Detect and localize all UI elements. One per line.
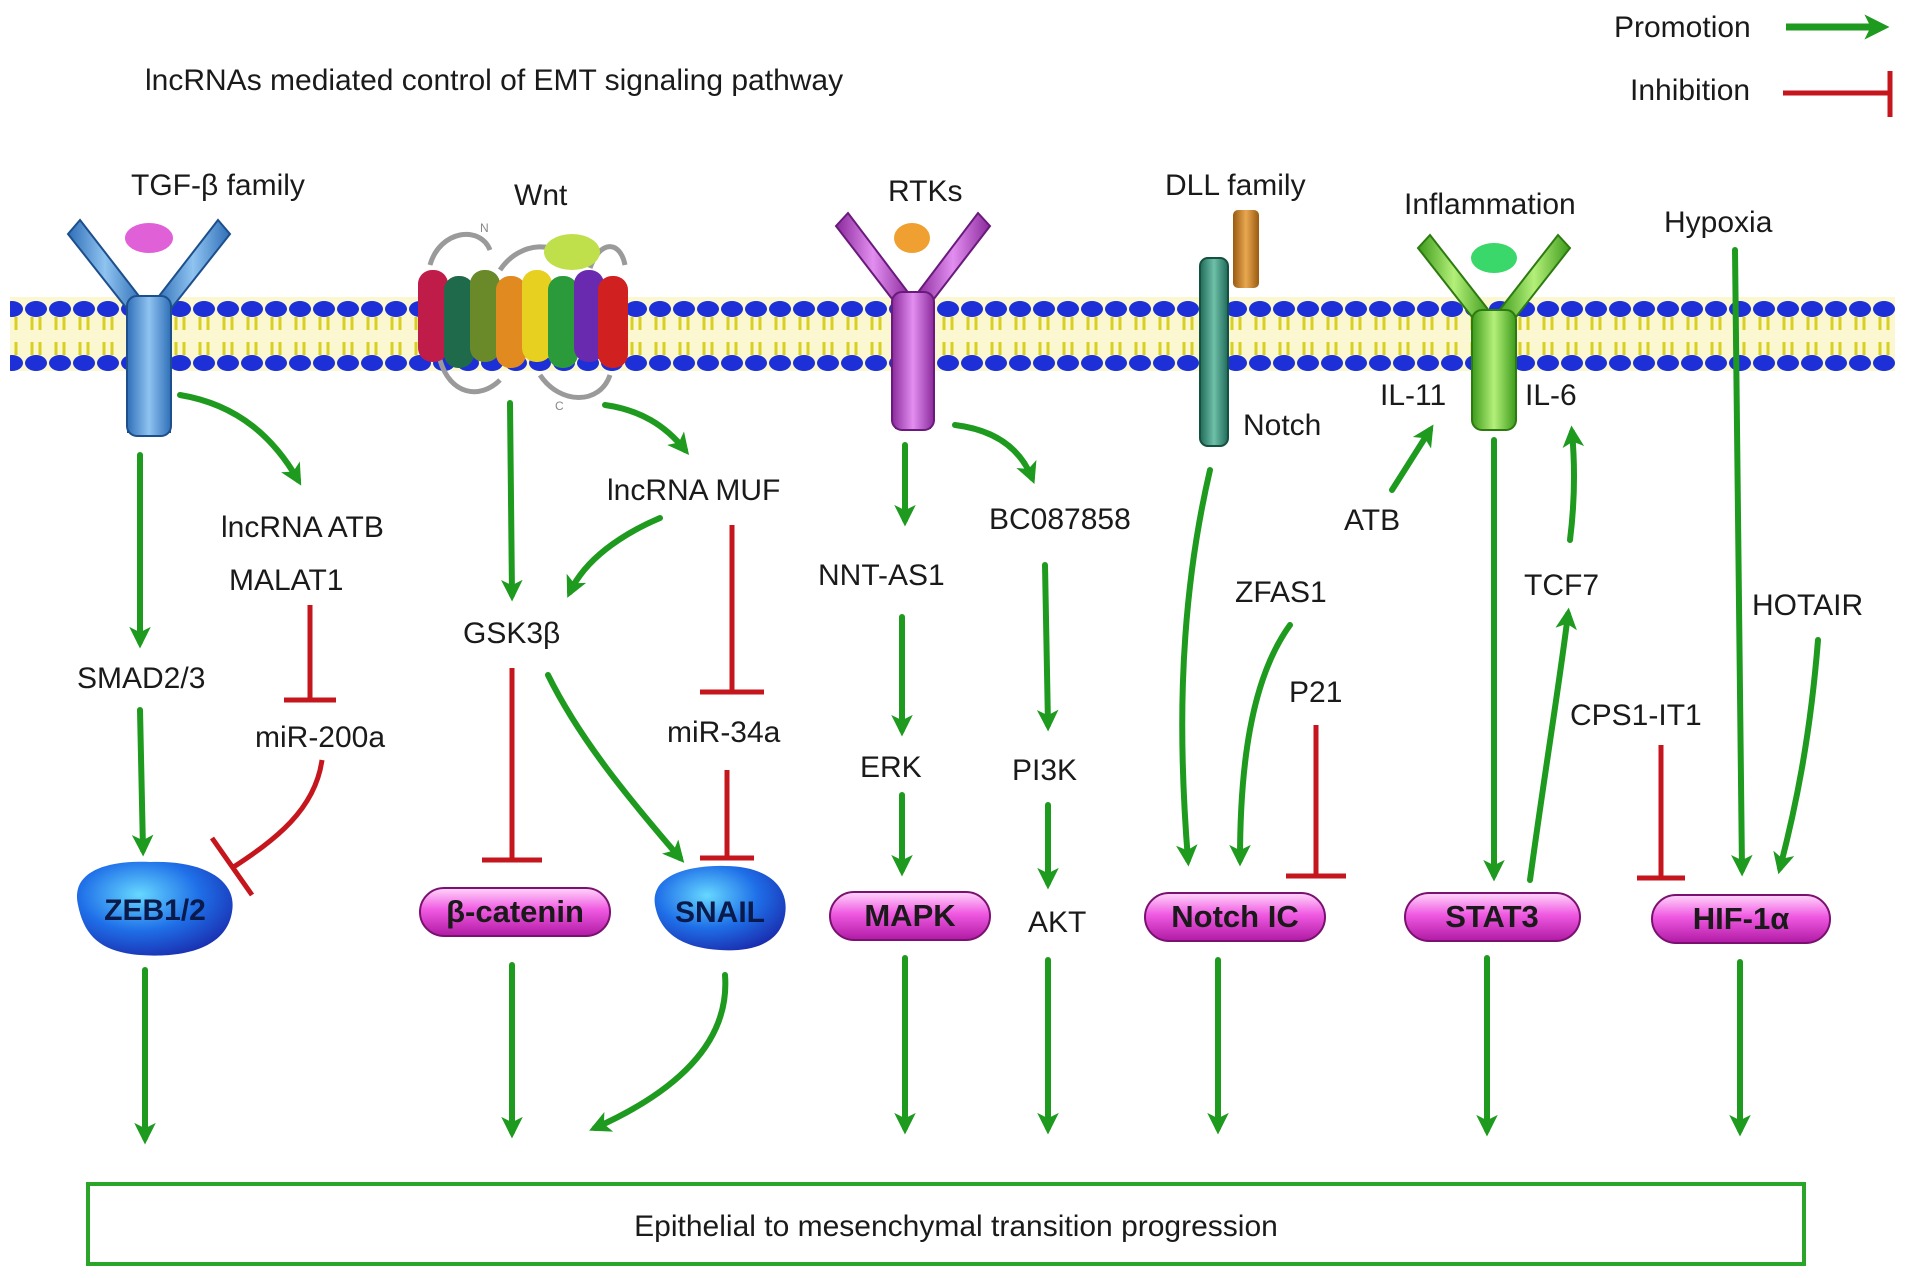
arrow-wnt-to-gsk3b [501, 400, 523, 602]
svg-text:C: C [555, 399, 564, 413]
svg-text:SNAIL: SNAIL [675, 896, 765, 929]
svg-text:HIF-1α: HIF-1α [1693, 901, 1790, 936]
inhibit-mir200a-to-zeb [209, 759, 325, 897]
smad23-label: SMAD2/3 [77, 662, 205, 695]
arrow-notch-to-notch-ic [1176, 467, 1213, 867]
nnt-as1-label: NNT-AS1 [818, 559, 945, 592]
rtks-label: RTKs [888, 175, 962, 208]
inhibit-cps1-it1-to-hif1a [1637, 745, 1685, 881]
inhibit-mir34a-to-snail [700, 770, 754, 861]
inflammation-receptor [1416, 233, 1572, 431]
dll-ligand [1233, 210, 1259, 288]
emt-outcome-label: Epithelial to mesenchymal transition pro… [634, 1210, 1278, 1243]
legend-promotion-label: Promotion [1614, 11, 1751, 44]
mir-34a-label: miR-34a [667, 716, 781, 749]
svg-text:ZEB1/2: ZEB1/2 [104, 894, 206, 927]
arrow-gsk3b-to-snail [545, 672, 685, 863]
arrow-hypoxia-to-hif1a [1731, 247, 1753, 877]
arrow-muf-to-gsk3b [566, 515, 663, 598]
promotion-arrows [129, 247, 1821, 1145]
inhibition-lines [209, 525, 1685, 897]
zfas1-label: ZFAS1 [1235, 576, 1327, 609]
erk-label: ERK [860, 751, 922, 784]
pi3k-label: PI3K [1012, 754, 1077, 787]
il6-label: IL-6 [1525, 379, 1577, 412]
arrow-stat3-to-tcf7 [1527, 607, 1577, 883]
malat1-label: MALAT1 [229, 564, 343, 597]
notch-label: Notch [1243, 409, 1321, 442]
cell-membrane [10, 297, 1895, 371]
inflammation-label: Inflammation [1404, 188, 1576, 221]
hypoxia-label: Hypoxia [1664, 206, 1773, 239]
p21-label: P21 [1289, 676, 1342, 709]
beta-catenin-node: β-catenin [419, 887, 611, 937]
tgf-beta-family-label: TGF-β family [131, 169, 305, 202]
dll-family-label: DLL family [1165, 169, 1306, 202]
inhibit-p21-to-notch-ic [1286, 725, 1346, 879]
arrow-wnt-to-lncrna-muf [602, 402, 690, 456]
inhibit-gsk3b-to-catenin [482, 668, 542, 863]
legend-inhibition-symbol [1783, 71, 1893, 117]
lncrna-atb-label: lncRNA ATB [221, 511, 384, 544]
arrow-atb-to-il11 [1389, 424, 1434, 493]
svg-text:N: N [480, 221, 489, 235]
mir-200a-label: miR-200a [255, 721, 385, 754]
il11-label: IL-11 [1380, 379, 1446, 412]
arrow-snail-to-emt [589, 972, 729, 1132]
hotair-label: HOTAIR [1752, 589, 1863, 622]
notch-receptor [1199, 257, 1229, 447]
arrow-smad-to-zeb [131, 707, 154, 857]
rtk-receptor [834, 211, 992, 431]
tcf7-label: TCF7 [1524, 569, 1599, 602]
cps1-it1-label: CPS1-IT1 [1570, 699, 1702, 732]
wnt-frizzled-receptor: N C [418, 221, 628, 413]
diagram-title: lncRNAs mediated control of EMT signalin… [145, 64, 843, 97]
svg-text:Notch IC: Notch IC [1171, 899, 1298, 934]
gsk3b-label: GSK3β [463, 617, 560, 650]
arrow-hotair-to-hif1a [1773, 637, 1821, 875]
arrow-tgf-to-lncrna-atb [177, 392, 302, 486]
svg-text:β-catenin: β-catenin [446, 894, 584, 929]
emt-outcome-box: Epithelial to mesenchymal transition pro… [86, 1182, 1806, 1266]
akt-label: AKT [1028, 906, 1086, 939]
bc087858-label: BC087858 [989, 503, 1131, 536]
atb-label: ATB [1344, 504, 1400, 537]
arrow-rtk-to-bc087858 [952, 422, 1037, 485]
zeb12-node: ZEB1/2 [76, 861, 233, 956]
arrow-zfas1-to-notch-ic [1229, 622, 1293, 867]
arrow-bc087858-to-pi3k [1036, 562, 1059, 732]
notch-ic-node: Notch IC [1144, 892, 1326, 942]
hif1a-node: HIF-1α [1651, 894, 1831, 944]
lncrna-muf-label: lncRNA MUF [607, 474, 780, 507]
arrow-tcf7-to-il6 [1562, 425, 1585, 543]
wnt-label: Wnt [514, 179, 568, 212]
legend-inhibition-label: Inhibition [1630, 74, 1750, 107]
snail-node: SNAIL [654, 865, 786, 951]
mapk-node: MAPK [829, 891, 991, 941]
tgf-beta-receptor [66, 218, 232, 437]
stat3-node: STAT3 [1404, 892, 1581, 942]
inhibit-malat1-to-mir200a [284, 605, 336, 703]
svg-text:MAPK: MAPK [864, 898, 956, 933]
svg-text:STAT3: STAT3 [1445, 899, 1539, 934]
inhibit-muf-to-mir34a [700, 525, 764, 695]
